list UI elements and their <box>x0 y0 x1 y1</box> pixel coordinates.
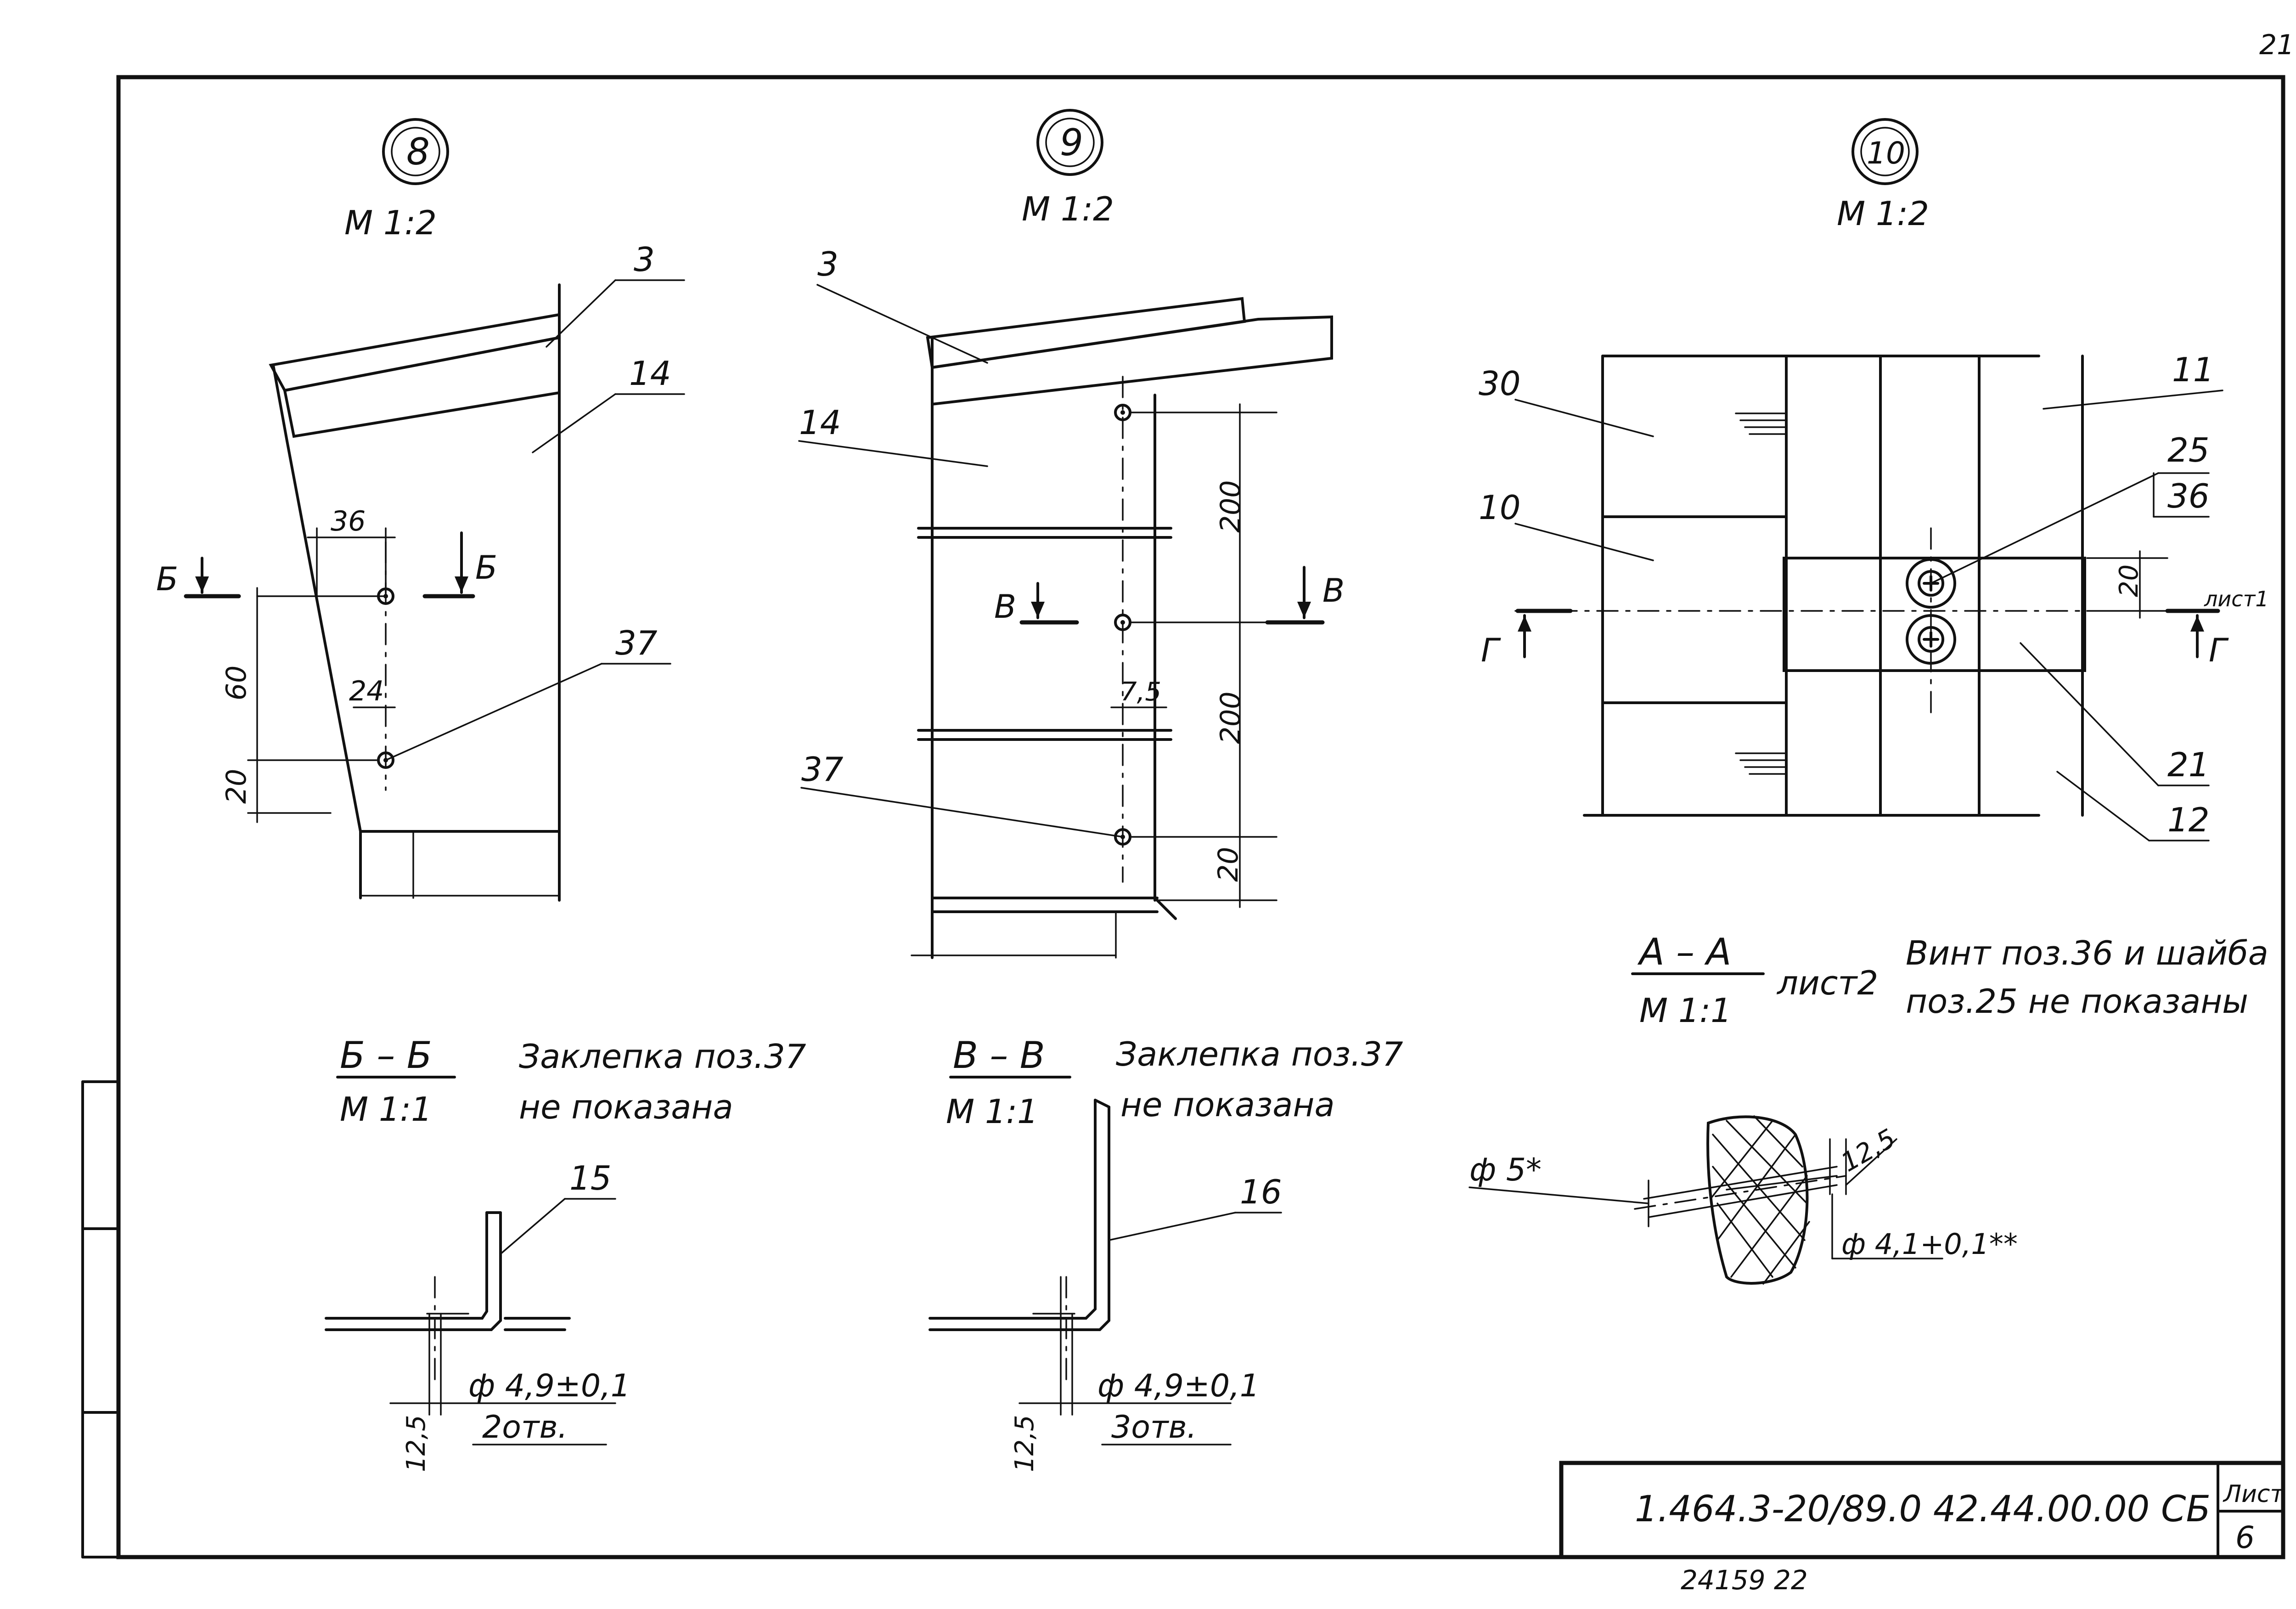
v9-dim-200-lower: 200 <box>1215 691 1247 744</box>
v8-dim-20: 20 <box>220 769 253 804</box>
section-vv-scale: М 1:1 <box>946 1092 1038 1131</box>
v8-callout-37: 37 <box>615 624 658 662</box>
section-vv-holes: 3отв. <box>1111 1409 1197 1445</box>
title-block: 1.464.3-20/89.0 42.44.00.00 СБ Лист 6 24… <box>1559 1461 2285 1596</box>
section-aa-note-line1: Винт поз.36 и шайба <box>1906 934 2268 972</box>
view-9-number: 9 <box>1060 121 1083 164</box>
section-bb-title: Б – Б <box>340 1034 432 1077</box>
v9-dim-7-5: 7,5 <box>1120 677 1161 707</box>
v9-callout-14: 14 <box>799 403 841 442</box>
view-8-marker: 8 <box>382 118 449 185</box>
v9-callout-37: 37 <box>801 750 844 789</box>
v8-callout-3: 3 <box>634 240 655 279</box>
section-vv-callout-16: 16 <box>1240 1173 1282 1211</box>
v9-dim-20: 20 <box>1212 847 1244 882</box>
sheet-number: 6 <box>2235 1520 2255 1555</box>
v10-section-letter-left: Г <box>1481 632 1501 669</box>
inventory-number: 24159 22 <box>1681 1564 1808 1596</box>
v10-section-cut: Г Г лист1 <box>1481 587 2269 669</box>
v10-hatch-bottom <box>1735 752 1787 775</box>
v9-section-letter-right: В <box>1322 572 1345 610</box>
v8-dim-60: 60 <box>220 666 253 700</box>
section-aa-title: А – А <box>1637 931 1731 973</box>
v9-section-cut: В В <box>994 566 1345 626</box>
view-8-scale: М 1:2 <box>344 203 437 242</box>
section-bb-note-line1: Заклепка поз.37 <box>519 1037 806 1076</box>
section-vv-title: В – В <box>953 1034 1045 1077</box>
section-vv-offset: 12,5 <box>1010 1415 1040 1472</box>
drawing-frame: 21 <box>81 29 2294 1559</box>
v9-dim-200-upper: 200 <box>1215 480 1247 533</box>
view-10: 10 М 1:2 <box>1479 118 2269 841</box>
v8-section-letter-left: Б <box>156 560 178 598</box>
view-8-number: 8 <box>406 130 430 173</box>
v8-dim-36: 36 <box>331 505 366 537</box>
section-aa-note-line2: поз.25 не показаны <box>1906 982 2248 1021</box>
v8-section-letter-right: Б <box>475 549 497 587</box>
v10-callout-10: 10 <box>1479 488 1521 527</box>
section-aa: А – А М 1:1 лист2 Винт поз.36 и шайба по… <box>1469 931 2268 1285</box>
view-10-scale: М 1:2 <box>1837 194 1929 233</box>
v8-dim-24: 24 <box>349 675 384 707</box>
section-aa-dia-inner: ф 4,1+0,1** <box>1841 1227 2018 1261</box>
section-aa-hatched-part <box>1706 1115 1810 1285</box>
section-aa-dia-outer: ф 5* <box>1469 1152 1542 1188</box>
section-bb-offset: 12,5 <box>401 1415 431 1472</box>
section-bb-holes: 2отв. <box>482 1409 568 1445</box>
section-vv: В – В М 1:1 Заклепка поз.37 не показана … <box>929 1034 1403 1472</box>
section-bb-callout-15: 15 <box>569 1159 612 1197</box>
designation: 1.464.3-20/89.0 42.44.00.00 СБ <box>1635 1489 2211 1530</box>
view-9-scale: М 1:2 <box>1022 190 1114 228</box>
view-10-number: 10 <box>1867 135 1905 171</box>
v10-callout-36: 36 <box>2167 477 2210 515</box>
v9-callout-3: 3 <box>817 245 838 283</box>
section-bb: Б – Б М 1:1 Заклепка поз.37 не показана … <box>325 1034 806 1472</box>
v10-callout-21: 21 <box>2167 745 2210 784</box>
section-aa-sheet-ref: лист2 <box>1776 964 1878 1002</box>
v10-callout-12: 12 <box>2167 801 2210 839</box>
v10-dim-20: 20 <box>2114 565 2144 597</box>
section-vv-note-line2: не показана <box>1120 1085 1335 1124</box>
section-bb-note-line2: не показана <box>519 1088 733 1126</box>
sheet-label: Лист <box>2223 1480 2285 1508</box>
section-vv-diameter: ф 4,9±0,1 <box>1097 1368 1260 1404</box>
v10-callout-11: 11 <box>2172 350 2214 389</box>
section-bb-scale: М 1:1 <box>340 1090 432 1129</box>
v10-section-letter-right: Г <box>2209 632 2229 669</box>
view-9: 9 М 1:2 3 14 37 <box>798 109 1345 959</box>
v10-sheet-ref: лист1 <box>2204 587 2269 611</box>
view-9-marker: 9 <box>1036 109 1103 176</box>
v9-section-letter-left: В <box>994 588 1016 626</box>
section-vv-note-line1: Заклепка поз.37 <box>1116 1035 1403 1073</box>
view-10-marker: 10 <box>1851 118 1919 185</box>
section-bb-diameter: ф 4,9±0,1 <box>468 1368 630 1404</box>
section-aa-scale: М 1:1 <box>1639 991 1732 1030</box>
view-8: 8 М 1:2 3 14 37 36 <box>156 118 685 902</box>
v10-callout-25: 25 <box>2167 431 2210 469</box>
v8-section-cut: Б Б <box>156 531 497 598</box>
v8-callout-14: 14 <box>629 354 671 393</box>
v10-callout-30: 30 <box>1479 364 1521 403</box>
v10-hatch-top <box>1735 412 1787 435</box>
page-number: 21 <box>2259 29 2294 61</box>
